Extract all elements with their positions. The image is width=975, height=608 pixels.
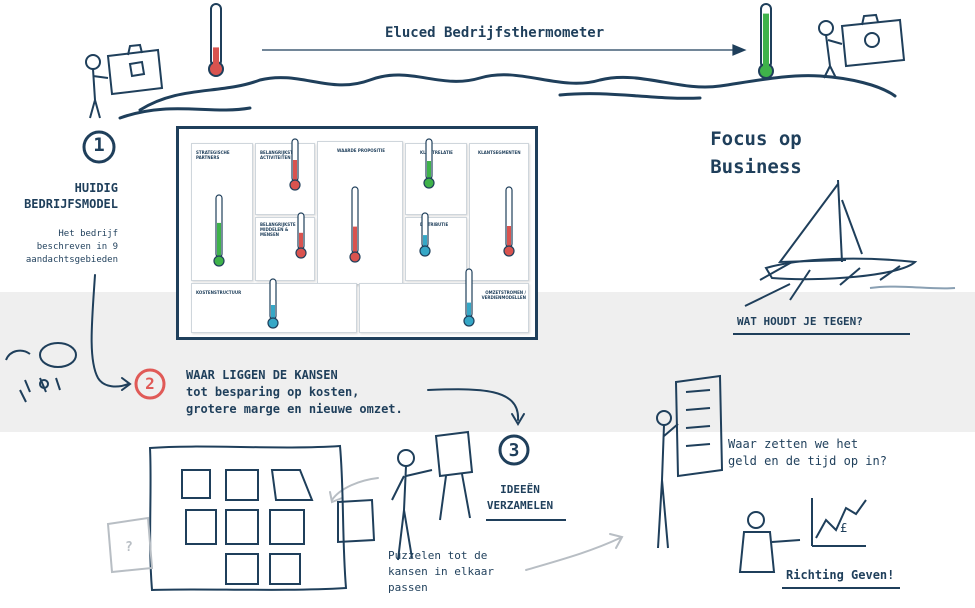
person-with-suitcase-left bbox=[85, 43, 164, 119]
step1-number: 1 bbox=[93, 134, 105, 156]
step1-title: HUIDIG BEDRIJFSMODEL bbox=[6, 180, 118, 212]
thermometer-customer-relations bbox=[423, 138, 435, 189]
thermometer-resources bbox=[295, 212, 307, 259]
svg-text:£: £ bbox=[840, 521, 847, 535]
thermometer-distribution bbox=[419, 212, 431, 257]
arrow-gray-forward bbox=[525, 537, 621, 571]
focus-line2: Business bbox=[710, 156, 802, 178]
hills-line-2 bbox=[118, 92, 702, 120]
puzzle-question-mark: ? bbox=[125, 540, 133, 555]
hills-line bbox=[138, 73, 897, 112]
arrow-step2-to-step3 bbox=[427, 388, 520, 421]
step1-title-line1: HUIDIG bbox=[74, 181, 118, 195]
step1-desc-line1: Het bedrijf bbox=[58, 229, 118, 239]
puzzle-caption: Puzzelen tot de kansen in elkaar passen bbox=[388, 548, 494, 596]
step3-underline bbox=[486, 519, 566, 521]
invest-question: Waar zetten we het geld en de tijd op in… bbox=[728, 436, 887, 470]
thermometer-value-proposition bbox=[349, 186, 361, 263]
person-pointing-chart: £ bbox=[738, 498, 867, 573]
canvas-cell-distribution: Distributie bbox=[405, 217, 467, 281]
step2-line2: tot besparing op kosten, bbox=[186, 385, 360, 399]
step1-title-line2: BEDRIJFSMODEL bbox=[24, 197, 118, 211]
thermometer-right bbox=[758, 3, 774, 79]
step2-line1: WAAR LIGGEN DE KANSEN bbox=[186, 368, 338, 382]
tools-icon bbox=[5, 342, 77, 403]
step1-circle bbox=[82, 130, 116, 164]
step2-circle bbox=[134, 368, 166, 400]
thermometer-left bbox=[208, 3, 224, 77]
canvas-cell-revenue-streams: Omzetstromen / verdienmodellen bbox=[359, 283, 529, 333]
arrow-step1-to-step2 bbox=[90, 274, 129, 388]
business-model-canvas: Strategische partners Belangrijkste acti… bbox=[176, 126, 538, 340]
boat-caption: WAT HOUDT JE TEGEN? bbox=[737, 315, 863, 328]
arrow-gray-back bbox=[331, 477, 379, 501]
step2-number: 2 bbox=[145, 374, 155, 393]
step3-text: IDEEËN VERZAMELEN bbox=[470, 482, 570, 514]
thermometer-cost-structure bbox=[267, 278, 279, 329]
step3-number: 3 bbox=[508, 440, 520, 461]
canvas-cell-customer-segments: Klantsegmenten bbox=[469, 143, 529, 281]
page-title: Eluced Bedrijfsthermometer bbox=[385, 25, 605, 41]
puzzle-board bbox=[148, 444, 376, 592]
presenter-flipchart bbox=[391, 430, 474, 561]
canvas-cell-value-proposition: Waarde propositie bbox=[317, 141, 403, 285]
puzzle-line2: kansen in elkaar bbox=[388, 565, 494, 578]
thermometer-customer-segments bbox=[503, 186, 515, 257]
puzzle-line3: passen bbox=[388, 581, 428, 594]
step3-line2: VERZAMELEN bbox=[486, 499, 554, 512]
direction-caption: Richting Geven! bbox=[786, 568, 895, 582]
header-arrowhead bbox=[732, 44, 747, 56]
canvas-thermometers bbox=[213, 138, 515, 329]
person-at-planning-board bbox=[656, 374, 724, 549]
thermometer-partners bbox=[213, 194, 225, 267]
canvas-cell-customer-relations: Klantrelatie bbox=[405, 143, 467, 215]
focus-line1: Focus op bbox=[710, 128, 802, 150]
step1-desc-line2: beschreven in 9 bbox=[36, 242, 118, 252]
step3-circle bbox=[498, 434, 530, 466]
canvas-cell-activities: Belangrijkste activiteiten bbox=[255, 143, 315, 215]
thermometer-activities bbox=[289, 138, 301, 191]
person-with-suitcase-right bbox=[818, 13, 906, 79]
step1-description: Het bedrijf beschreven in 9 aandachtsgeb… bbox=[4, 228, 118, 267]
invest-line2: geld en de tijd op in? bbox=[728, 454, 887, 468]
puzzle-line1: Puzzelen tot de bbox=[388, 549, 488, 562]
canvas-cell-resources: Belangrijkste middelen & mensen bbox=[255, 217, 315, 281]
step1-desc-line3: aandachtsgebieden bbox=[25, 255, 118, 265]
step3-line1: IDEEËN bbox=[500, 483, 540, 496]
invest-line1: Waar zetten we het bbox=[728, 437, 859, 451]
step2-text: WAAR LIGGEN DE KANSEN tot besparing op k… bbox=[186, 367, 403, 418]
thermometer-revenue-streams bbox=[463, 268, 475, 327]
puzzle-piece-gray bbox=[106, 516, 154, 574]
boat-sketch bbox=[744, 179, 956, 307]
step2-line3: grotere marge en nieuwe omzet. bbox=[186, 402, 403, 416]
focus-heading: Focus op Business bbox=[700, 125, 812, 181]
